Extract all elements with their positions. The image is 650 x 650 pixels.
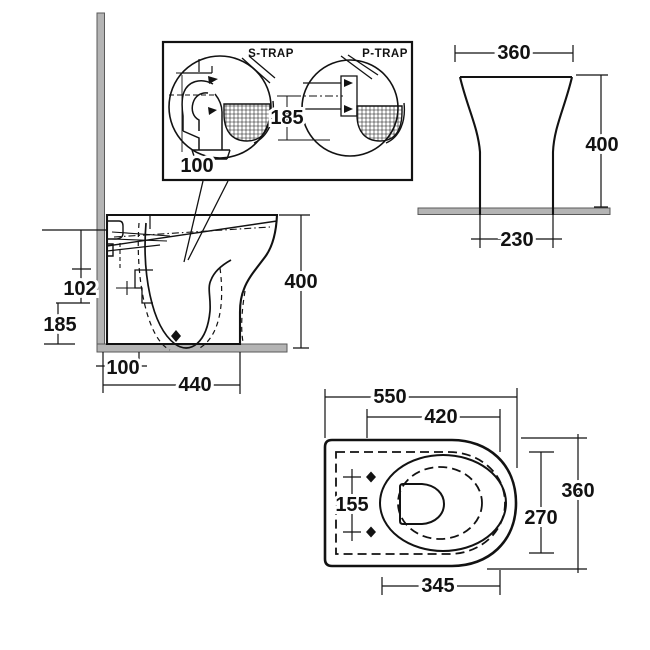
plan-seat-length-label: 420 [424,406,457,428]
plan-view: 550 420 155 270 360 345 [323,383,598,600]
detail-leader-lines [183,180,229,263]
s-trap-offset-label: 100 [180,155,213,177]
plan-seat-width-label: 270 [524,507,557,529]
pan-profile-outline [105,213,279,346]
side-view: 400 102 185 100 440 [40,12,321,399]
plan-dim-270: 270 [521,451,561,554]
p-trap-flow-arrow-bottom [344,105,353,113]
plan-dim-345: 345 [381,570,501,600]
plan-width-label: 360 [561,480,594,502]
s-trap-pipe-flange [191,149,231,160]
outlet-center-cross [116,281,139,295]
plan-fixing-centres-label: 155 [335,494,368,516]
water-inlet-bracket [107,220,124,257]
trap-detail-box: S-TRAP P-TRAP 100 [161,40,414,182]
plan-dim-550: 550 [324,383,518,468]
trap-marker-diamond [171,330,181,342]
s-trap-dim-line [176,72,190,152]
s-trap-circle [168,55,272,159]
plan-water-area [399,483,446,525]
front-floor-section [417,207,611,215]
s-trap-flow-arrow-mid [208,107,217,115]
side-dim-100-440: 100 440 [96,352,241,399]
fixing-hole-top-diamond [366,471,376,483]
front-dim-360: 360 [454,39,574,67]
front-height-label: 400 [585,134,618,156]
s-trap-pocket-rim [253,100,275,144]
s-trap-title: S-TRAP [248,48,294,60]
wall-section [96,12,105,353]
bowl-dashed-outer [137,222,171,351]
s-trap-pipe-outline [181,80,223,150]
front-dim-230: 230 [471,215,562,254]
bowl-section-curve [144,222,232,349]
seat-back-line [106,244,161,252]
plan-dim-360: 360 [487,434,598,573]
s-trap-flow-arrow-top [208,76,218,84]
p-trap-detail: 185 [267,54,406,157]
side-outlet-zone-label: 102 [63,278,96,300]
plan-pan-outline [323,438,518,568]
plan-dim-155: 155 [332,469,372,541]
front-pan-outline [458,75,574,215]
side-outlet-offset-label: 100 [106,357,139,379]
seat-line [106,220,278,247]
plan-dim-420: 420 [366,403,501,452]
s-trap-pan-wall [241,55,276,84]
s-trap-water-pocket [223,103,271,142]
front-dashed-line [241,290,246,343]
plan-length-label: 550 [373,386,406,408]
bowl-dashed-inner [197,267,223,350]
p-trap-dim-bracket [278,95,330,141]
plan-bowl-length-label: 345 [421,575,454,597]
p-trap-outlet-pipe [303,82,341,110]
floor-section [96,343,288,353]
p-trap-flow-arrow-top [344,79,353,87]
front-width-label: 360 [497,42,530,64]
s-trap-detail: 100 [168,55,276,180]
fixing-hole-bottom-diamond [366,526,376,538]
front-base-width-label: 230 [500,229,533,251]
plan-rim-ellipse [379,454,507,552]
p-trap-height-label: 185 [270,107,303,129]
side-height-label: 400 [284,271,317,293]
front-view: 360 400 230 [417,39,622,254]
p-trap-pocket-rim [385,102,406,144]
plan-rim-inner-dashed [397,466,483,540]
side-depth-label: 440 [178,374,211,396]
p-trap-water-pocket [356,105,403,142]
inlet-pipe-lines [111,231,171,242]
front-dim-400: 400 [576,74,622,208]
side-trap-height-label: 185 [43,314,76,336]
p-trap-pan-wall [340,54,379,80]
flush-channel-centerline [113,226,271,238]
p-trap-title: P-TRAP [362,48,408,60]
side-dim-102-185: 102 185 [40,229,107,345]
side-dim-400: 400 [279,214,321,349]
